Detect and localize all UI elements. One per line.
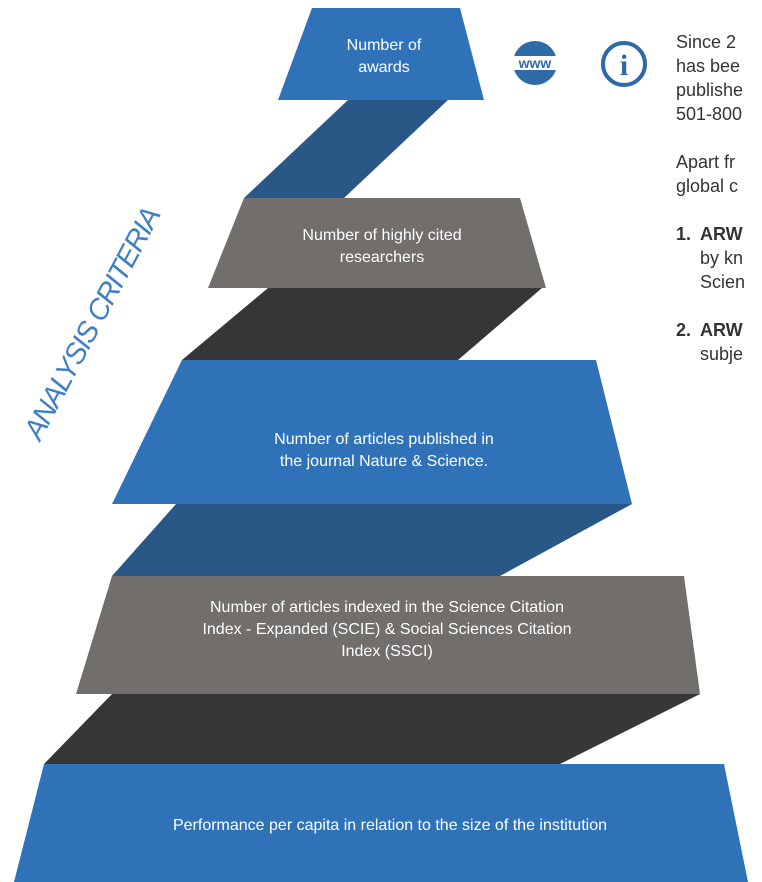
- para1-line: 501-800: [676, 104, 743, 124]
- info-icon[interactable]: i: [600, 40, 648, 88]
- list-number: 1.: [676, 224, 692, 244]
- list-item-2: 2. ARW: [676, 318, 762, 342]
- para1-line: Since 2: [676, 32, 737, 52]
- www-icon[interactable]: www: [512, 40, 558, 86]
- list-item-1: 1. ARW: [676, 222, 762, 246]
- list-lead: ARW: [700, 320, 743, 340]
- info-icon-text: i: [620, 49, 628, 82]
- connector-2: [182, 288, 542, 360]
- tier-label-per-capita: Performance per capita in relation to th…: [172, 817, 607, 834]
- tier-per-capita: [14, 764, 748, 882]
- tier-highly-cited: [208, 198, 546, 288]
- list-lead: ARW: [700, 224, 743, 244]
- para2-line: global c: [676, 176, 739, 196]
- list-number: 2.: [676, 320, 692, 340]
- list-cont: by kn: [700, 248, 744, 268]
- description-text: Since 2 has bee publishe 501-800 Apart f…: [676, 30, 762, 366]
- list-cont: subje: [700, 344, 744, 364]
- tier-awards: [278, 8, 484, 100]
- connector-3: [112, 504, 632, 576]
- www-icon-text: www: [518, 55, 552, 71]
- list-cont: Scien: [700, 272, 746, 292]
- connector-1: [244, 100, 448, 198]
- tier-label-scie-ssci: Number of articles indexed in the Scienc…: [202, 599, 572, 660]
- tier-nature-science: [112, 360, 632, 504]
- para2-line: Apart fr: [676, 152, 736, 172]
- connector-4: [44, 694, 700, 764]
- para1-line: publishe: [676, 80, 744, 100]
- tier-scie-ssci: [76, 576, 700, 694]
- para1-line: has bee: [676, 56, 741, 76]
